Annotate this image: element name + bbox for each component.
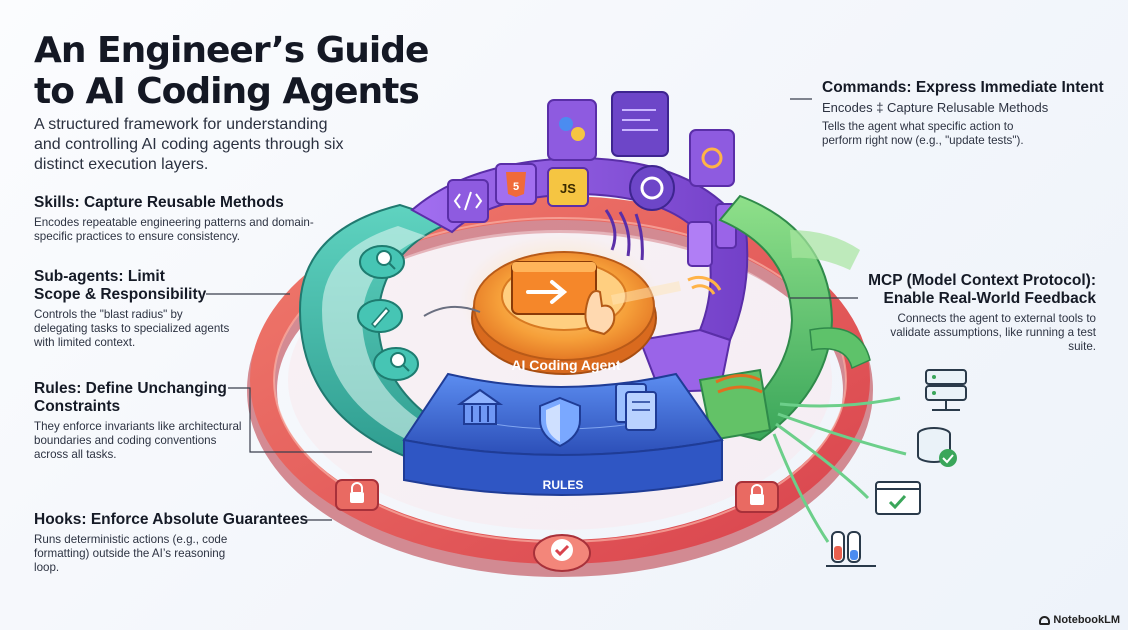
core-agent-label: AI Coding Agent bbox=[511, 357, 620, 373]
code-file-icon bbox=[611, 91, 669, 157]
html-file-label: 5 bbox=[513, 181, 519, 193]
annotation-mcp-heading: MCP (Model Context Protocol): Enable Rea… bbox=[868, 272, 1096, 307]
annotation-hooks-heading: Hooks: Enforce Absolute Guarantees bbox=[34, 511, 309, 528]
annotation-hooks-body: Runs deterministic actions (e.g., code f… bbox=[34, 533, 228, 574]
annotation-hooks: Hooks: Enforce Absolute Guarantees Runs … bbox=[34, 511, 314, 575]
page-title: An Engineer’s Guide to AI Coding Agents bbox=[34, 30, 429, 112]
annotation-rules-heading: Rules: Define Unchanging Constraints bbox=[34, 380, 227, 415]
settings-file-icon bbox=[689, 129, 735, 187]
annotation-commands-subheading: Encodes ‡ Capture Relusable Methods bbox=[822, 100, 1049, 115]
checked-window-icon bbox=[875, 481, 921, 515]
building-icon bbox=[456, 388, 504, 425]
brand-footer: NotebookLM bbox=[1039, 614, 1120, 626]
annotation-subagents-heading: Sub-agents: Limit Scope & Responsibility bbox=[34, 268, 207, 303]
database-check-icon bbox=[917, 427, 957, 467]
python-file-icon bbox=[547, 99, 597, 161]
annotation-subagents: Sub-agents: Limit Scope & Responsibility… bbox=[34, 268, 239, 350]
annotation-commands-body: Tells the agent what specific action to … bbox=[822, 120, 1024, 147]
js-file-icon: JS bbox=[547, 167, 589, 207]
pointer-hand-icon bbox=[584, 281, 682, 336]
hook-lock-right-icon bbox=[735, 481, 779, 513]
mcp-arrows bbox=[772, 396, 907, 543]
test-tubes-icon bbox=[826, 531, 876, 567]
annotation-skills-heading: Skills: Capture Reusable Methods bbox=[34, 194, 284, 211]
shield-icon bbox=[539, 396, 581, 448]
document-icon bbox=[615, 383, 657, 431]
wifi-signal-icon bbox=[687, 275, 722, 295]
server-icon bbox=[925, 369, 967, 411]
hook-check-icon bbox=[533, 534, 591, 572]
rules-block-label: RULES bbox=[543, 478, 584, 492]
subagent-brain-icon-3 bbox=[373, 347, 419, 381]
subagent-brain-icon-2 bbox=[357, 299, 403, 333]
gear-hub-icon bbox=[604, 165, 675, 261]
annotation-rules: Rules: Define Unchanging Constraints The… bbox=[34, 380, 249, 462]
annotation-rules-body: They enforce invariants like architectur… bbox=[34, 420, 242, 461]
annotation-skills-body: Encodes repeatable engineering patterns … bbox=[34, 216, 314, 243]
annotation-commands-heading: Commands: Express Immediate Intent bbox=[822, 79, 1104, 96]
subagent-cable bbox=[423, 305, 481, 317]
hook-lock-left-icon bbox=[335, 479, 379, 511]
notebooklm-logo-icon bbox=[1039, 615, 1051, 625]
cable-connector bbox=[715, 374, 763, 394]
annotation-skills: Skills: Capture Reusable Methods Encodes… bbox=[34, 194, 324, 244]
html-file-icon: 5 bbox=[495, 163, 537, 205]
annotation-mcp-body: Connects the agent to external tools to … bbox=[890, 312, 1096, 353]
brand-name: NotebookLM bbox=[1053, 614, 1120, 626]
leader-lines bbox=[206, 98, 858, 521]
page-subtitle: A structured framework for understanding… bbox=[34, 116, 344, 173]
subagent-brain-icon-1 bbox=[359, 245, 405, 279]
annotation-subagents-body: Controls the "blast radius" by delegatin… bbox=[34, 308, 230, 349]
annotation-commands: Commands: Express Immediate Intent Encod… bbox=[822, 79, 1112, 148]
annotation-mcp: MCP (Model Context Protocol): Enable Rea… bbox=[850, 272, 1096, 354]
js-file-label: JS bbox=[560, 181, 576, 196]
command-window-icon bbox=[511, 261, 597, 315]
code-brackets-icon bbox=[447, 179, 489, 223]
